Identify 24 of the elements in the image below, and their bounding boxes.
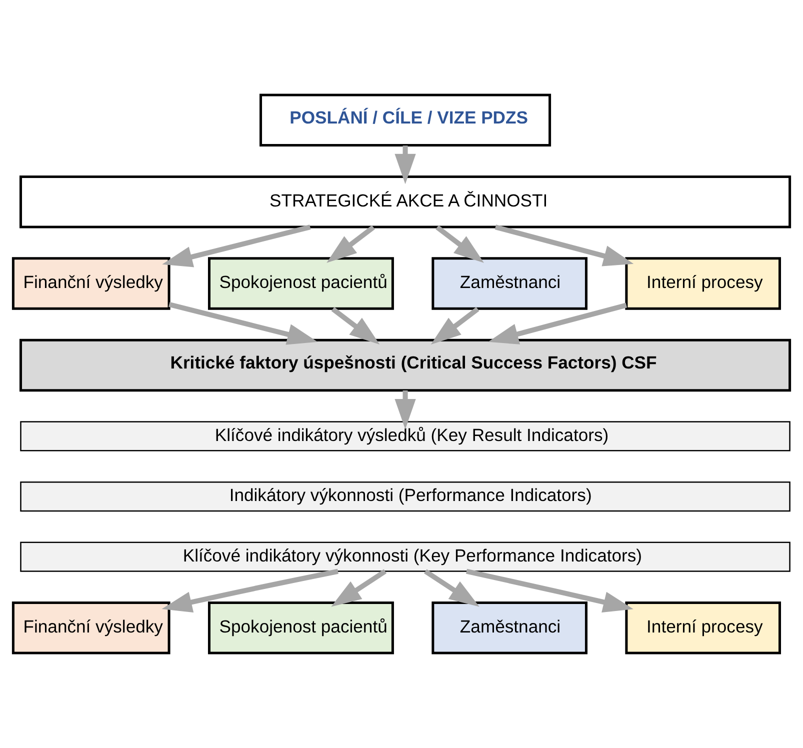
arrow — [394, 146, 416, 184]
node-box: Zaměstnanci — [432, 257, 588, 310]
arrow — [424, 569, 480, 607]
arrow — [394, 390, 416, 430]
arrow — [162, 568, 338, 613]
node-box: Klíčové indikátory výkonnosti (Key Performance Indicators) — [20, 542, 790, 572]
arrow — [168, 302, 318, 345]
arrow — [162, 224, 311, 268]
node-box: Spokojenost pacientů — [208, 601, 394, 654]
arrow — [331, 569, 387, 607]
node-box: Interní procesy — [625, 601, 781, 654]
arrow — [466, 568, 634, 612]
node-box: Indikátory výkonnosti (Performance Indicators) — [20, 481, 790, 512]
node-box: STRATEGICKÉ AKCE A ČINNOSTI — [19, 175, 792, 228]
node-box: Klíčové indikátory výsledků (Key Result Indicators) — [20, 421, 790, 452]
node-box: POSLÁNÍ / CÍLE / VIZE PDZS — [260, 94, 552, 147]
node-box: Zaměstnanci — [432, 601, 588, 654]
node-box: Finanční výsledky — [12, 257, 170, 310]
node-box: Interní procesy — [625, 257, 781, 310]
node-box: Finanční výsledky — [12, 601, 170, 654]
arrow — [488, 302, 628, 344]
node-box: Kritické faktory úspešnosti (Critical Success Factors) CSF — [19, 338, 792, 392]
node-box: Spokojenost pacientů — [208, 257, 394, 310]
arrow — [494, 224, 634, 266]
